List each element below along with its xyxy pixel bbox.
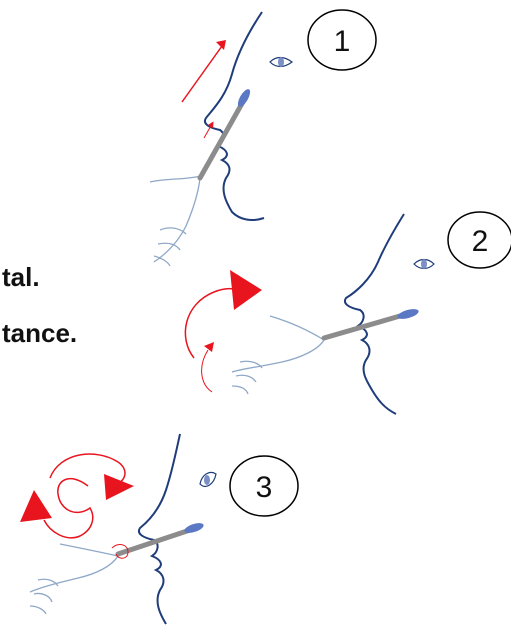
direction-arrow-icon	[203, 121, 214, 139]
step-1-illustration: 1	[149, 9, 377, 267]
eye-icon	[269, 56, 294, 68]
step-number: 2	[472, 225, 489, 258]
step-number: 1	[334, 25, 351, 58]
step-3-illustration: 3	[20, 433, 299, 625]
rotation-arrow-icon	[184, 287, 239, 359]
step-2-illustration: 2	[184, 211, 511, 415]
step-number-circle	[229, 455, 299, 517]
eye-icon	[413, 258, 435, 270]
rotation-arrow-icon	[49, 453, 126, 487]
swab-icon	[115, 527, 193, 557]
swab-icon	[197, 97, 247, 181]
hand-icon	[149, 175, 201, 267]
hand-icon	[231, 315, 325, 395]
face-profile-icon	[138, 433, 181, 625]
face-profile-icon	[344, 213, 405, 415]
instruction-text-fragment: tance.	[2, 318, 78, 348]
eye-icon	[199, 471, 217, 487]
step-number-circle	[447, 211, 511, 269]
instruction-text-fragment: tal.	[2, 262, 40, 292]
step-number: 3	[256, 471, 273, 504]
swab-icon	[321, 313, 403, 341]
step-number-circle	[307, 9, 377, 71]
rotation-arrow-icon	[201, 349, 213, 393]
direction-arrow-icon	[181, 45, 223, 103]
rotation-arrow-icon	[43, 477, 94, 539]
hand-icon	[29, 543, 120, 615]
